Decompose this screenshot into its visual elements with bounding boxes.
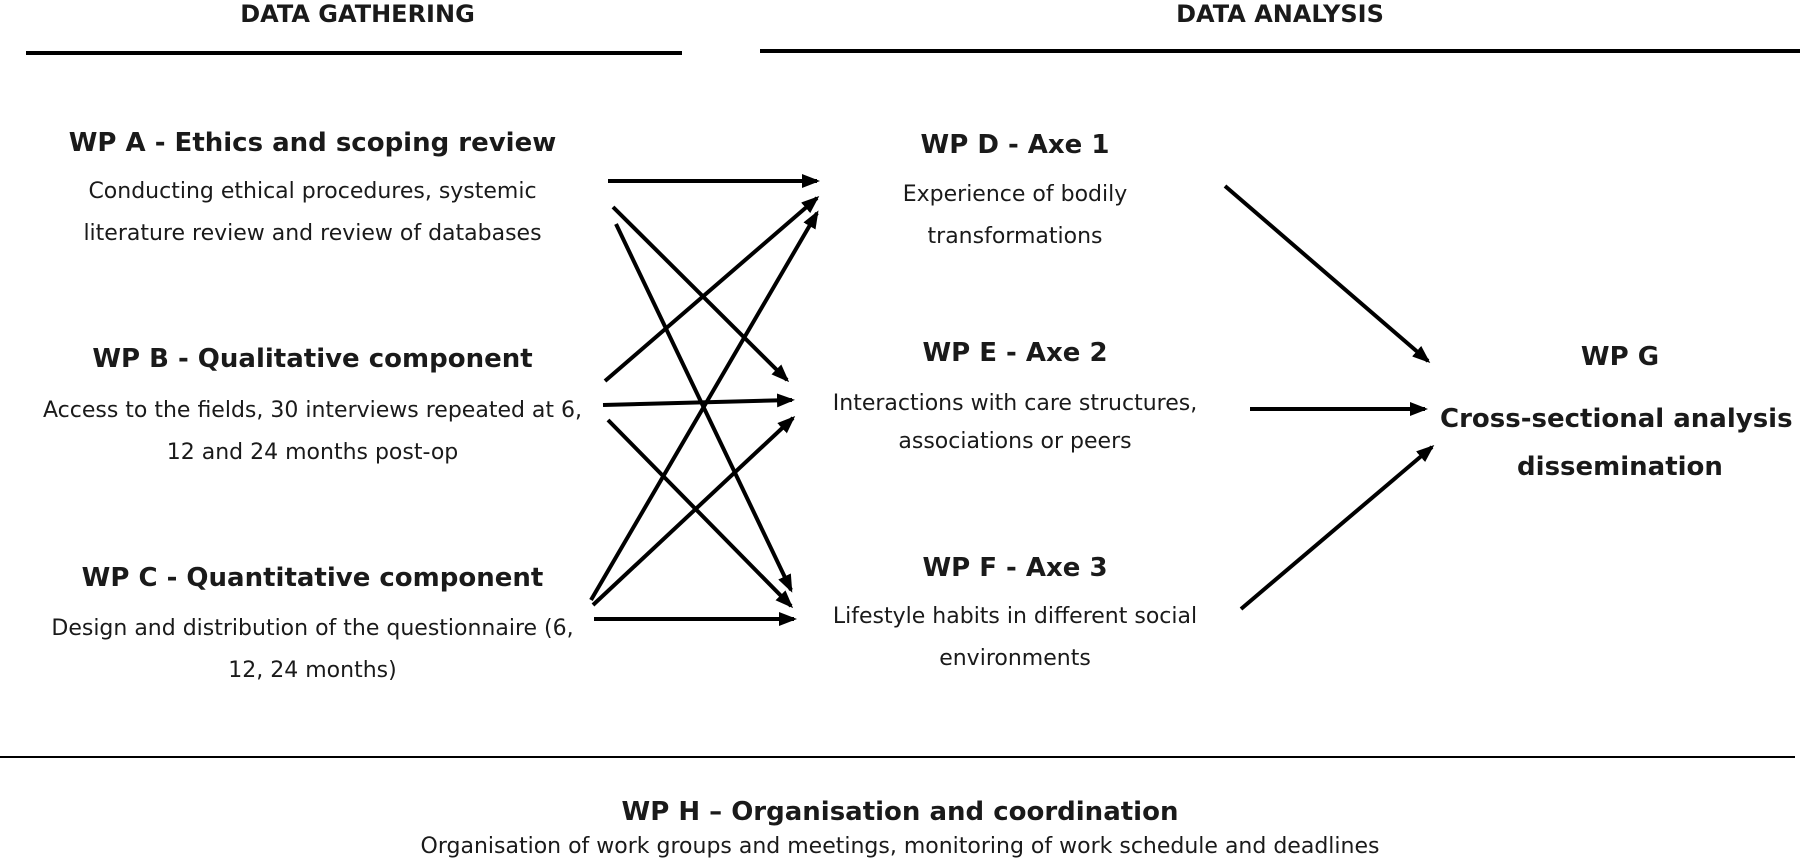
wp-b-title: WP B - Qualitative component (92, 344, 533, 374)
arrow-c-to-e (591, 415, 796, 607)
wp-b-line-2: 12 and 24 months post-op (166, 440, 459, 465)
arrow-f-to-g (1239, 445, 1435, 611)
data-analysis-header: DATA ANALYSIS (1176, 0, 1384, 28)
wp-c-line-2: 12, 24 months) (228, 658, 397, 683)
wp-d-line-1: Experience of bodily (902, 182, 1128, 207)
wp-f-line-1: Lifestyle habits in different social (832, 604, 1198, 629)
wp-c-line-1: Design and distribution of the questionn… (51, 616, 574, 641)
wp-g-line-2: dissemination (1517, 452, 1723, 482)
arrow-c-to-d (589, 210, 819, 602)
wp-e-description: Interactions with care structures, assoc… (820, 385, 1210, 461)
coordination-rule (0, 756, 1795, 758)
wp-g-description: Cross-sectional analysis and disseminati… (1440, 395, 1800, 491)
data-analysis-rule (760, 49, 1800, 53)
arrow-b-to-d (603, 196, 820, 383)
wp-e-line-1: Interactions with care structures, (832, 391, 1198, 416)
wp-d-line-2: transformations (927, 224, 1103, 249)
wp-d-description: Experience of bodily transformations (820, 174, 1210, 258)
wp-a-title: WP A - Ethics and scoping review (68, 128, 557, 158)
wp-g-title: WP G (1580, 342, 1660, 372)
wp-e-title: WP E - Axe 2 (922, 338, 1108, 368)
arrow-b-to-f (606, 418, 794, 609)
arrow-d-to-g (1223, 184, 1431, 363)
wp-d-title: WP D - Axe 1 (920, 130, 1110, 160)
data-gathering-header: DATA GATHERING (240, 0, 475, 28)
wp-a-line-2: literature review and review of database… (83, 221, 542, 246)
wp-b-line-1: Access to the fields, 30 interviews repe… (42, 398, 583, 423)
wp-h-title: WP H – Organisation and coordination (621, 797, 1179, 827)
wp-b-description: Access to the fields, 30 interviews repe… (30, 390, 595, 474)
wp-a-line-1: Conducting ethical procedures, systemic (88, 179, 537, 204)
wp-f-line-2: environments (939, 646, 1091, 671)
wp-h-description: Organisation of work groups and meetings… (420, 834, 1380, 859)
wp-f-title: WP F - Axe 3 (922, 553, 1108, 583)
arrow-b-to-e (602, 393, 795, 408)
wp-g-line-1: Cross-sectional analysis and (1440, 404, 1800, 434)
wp-a-description: Conducting ethical procedures, systemic … (30, 171, 595, 255)
wp-c-title: WP C - Quantitative component (81, 563, 544, 593)
wp-e-line-2: associations or peers (898, 429, 1132, 454)
data-gathering-rule (26, 51, 682, 55)
wp-f-description: Lifestyle habits in different social env… (820, 596, 1210, 680)
wp-c-description: Design and distribution of the questionn… (30, 608, 595, 692)
arrow-a-to-e (611, 205, 790, 383)
